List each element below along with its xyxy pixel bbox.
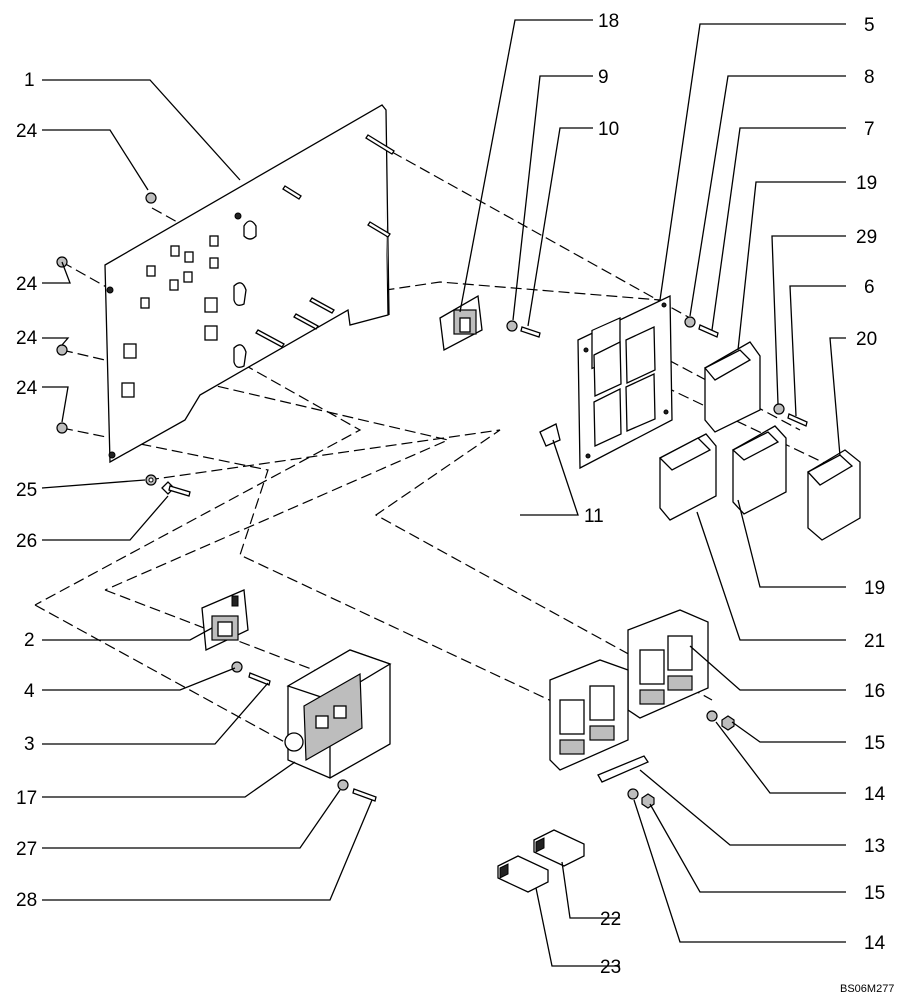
- callout-16: 16: [864, 681, 885, 702]
- figure-reference-code: BS06M277: [840, 983, 894, 995]
- callout-14-b: 14: [864, 933, 886, 954]
- callout-20: 20: [856, 329, 877, 350]
- callout-8: 8: [864, 67, 875, 88]
- strip-13: [597, 755, 649, 783]
- callout-9: 9: [598, 67, 609, 88]
- leader-lines: [41, 19, 846, 967]
- cover-19-lower: [731, 425, 787, 515]
- callout-6: 6: [864, 277, 875, 298]
- cover-20: [806, 449, 861, 541]
- callout-24-d: 24: [16, 378, 38, 399]
- callout-23: 23: [600, 957, 621, 978]
- fuse-22: [533, 829, 585, 867]
- callout-10: 10: [598, 119, 619, 140]
- callout-13: 13: [864, 836, 885, 857]
- callout-24-a: 24: [16, 121, 38, 142]
- callout-15-a: 15: [864, 733, 885, 754]
- clip-11: [539, 423, 561, 447]
- callout-3: 3: [24, 734, 35, 755]
- control-module-17: [284, 649, 392, 802]
- callout-29: 29: [856, 227, 877, 248]
- callout-5: 5: [864, 15, 875, 36]
- callout-14-a: 14: [864, 784, 886, 805]
- callout-17: 17: [16, 788, 37, 809]
- relay-board-18: [439, 294, 541, 352]
- fasteners-7-8: [684, 316, 719, 338]
- callout-2: 2: [24, 630, 35, 651]
- callout-4: 4: [24, 681, 35, 702]
- fuse-panel-5: [577, 294, 673, 470]
- washer-and-bolt-25-26: [145, 474, 191, 497]
- callout-7: 7: [864, 119, 875, 140]
- callout-22: 22: [600, 909, 621, 930]
- callout-24-c: 24: [16, 328, 38, 349]
- callout-19-b: 19: [864, 578, 885, 599]
- cover-19-upper: [703, 341, 761, 433]
- relay-block-center: [549, 659, 629, 771]
- fuse-23: [497, 855, 549, 893]
- callout-26: 26: [16, 531, 37, 552]
- callout-28: 28: [16, 890, 37, 911]
- relay-block-16: [627, 609, 709, 719]
- mounting-plate: [104, 104, 395, 464]
- callout-25: 25: [16, 480, 37, 501]
- relay-board-2: [201, 589, 271, 686]
- callout-27: 27: [16, 839, 37, 860]
- fasteners-6-29: [773, 403, 808, 427]
- callout-1: 1: [24, 70, 35, 91]
- callout-numbers: 1 24 24 24 24 25 26 2 4 3 17 27 28 18 9 …: [16, 11, 886, 978]
- cover-21: [658, 433, 717, 521]
- callout-11: 11: [584, 506, 604, 527]
- callout-15-b: 15: [864, 883, 885, 904]
- callout-19-a: 19: [856, 173, 877, 194]
- callout-24-b: 24: [16, 274, 38, 295]
- callout-18: 18: [598, 11, 619, 32]
- callout-21: 21: [864, 631, 885, 652]
